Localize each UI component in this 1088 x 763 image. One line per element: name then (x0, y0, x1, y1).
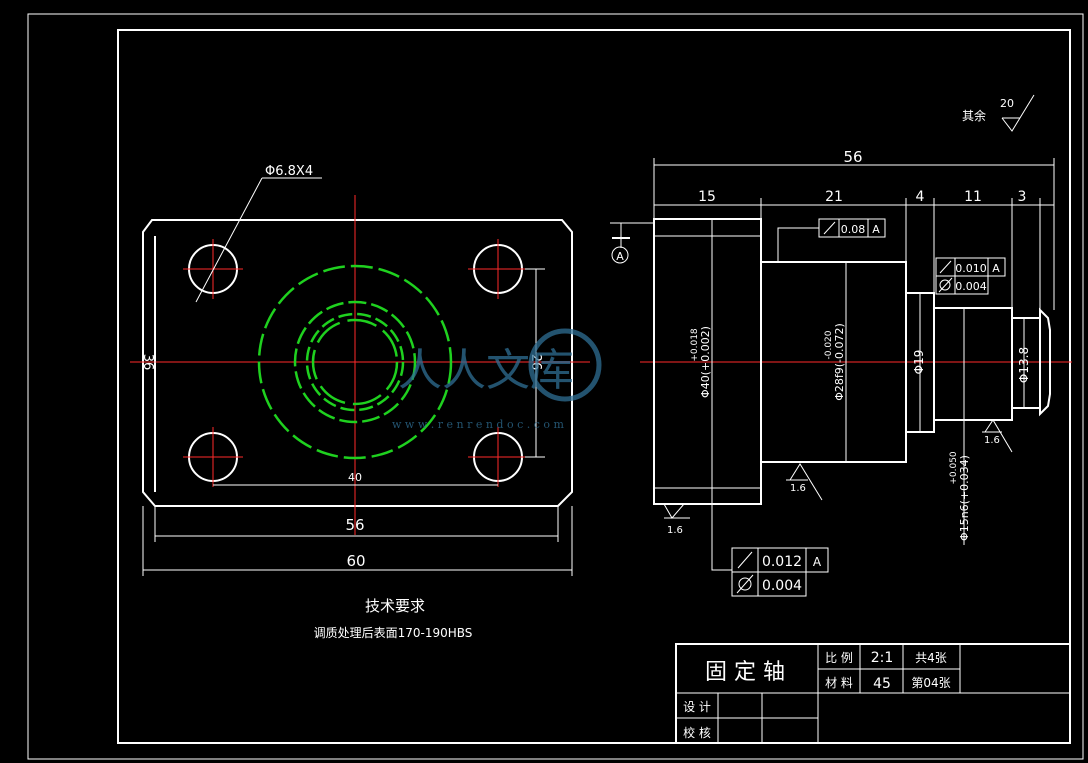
svg-text:校 核: 校 核 (683, 725, 711, 740)
svg-text:0.08: 0.08 (841, 223, 866, 236)
technical-notes: 技术要求 调质处理后表面170-190HBS (314, 597, 473, 640)
svg-text:Φ13.8: Φ13.8 (1017, 347, 1031, 383)
datum-a: A (610, 222, 654, 264)
svg-text:0.004: 0.004 (762, 578, 802, 594)
svg-text:21: 21 (825, 189, 843, 205)
svg-text:比 例: 比 例 (825, 651, 853, 665)
svg-text:A: A (992, 262, 1000, 275)
svg-text:A: A (813, 555, 822, 569)
svg-text:材 料: 材 料 (825, 676, 853, 690)
svg-text:0.010: 0.010 (955, 262, 987, 275)
svg-text:0.004: 0.004 (955, 280, 987, 293)
svg-text:+0.018: +0.018 (690, 328, 700, 362)
svg-text:56: 56 (345, 516, 364, 534)
svg-text:Φ40(+0.002): Φ40(+0.002) (699, 326, 712, 398)
title-block: 固 定 轴 比 例 2:1 共4张 材 料 45 第04张 设 计 校 核 (675, 643, 1071, 744)
svg-text:技术要求: 技术要求 (365, 597, 425, 615)
svg-text:36: 36 (140, 354, 155, 371)
hole-callout: Φ6.8X4 (195, 164, 322, 303)
outer-border (27, 13, 1084, 760)
svg-text:+0.050: +0.050 (949, 451, 959, 485)
svg-text:40: 40 (348, 471, 362, 484)
gdt-frame-right: 0.010 A 0.004 (935, 257, 1006, 295)
roughness-symbols: 1.6 1.6 1.6 (663, 419, 1013, 536)
svg-text:1.6: 1.6 (667, 525, 683, 536)
svg-text:60: 60 (346, 552, 365, 570)
svg-text:固 定 轴: 固 定 轴 (705, 660, 785, 685)
svg-text:人人文库: 人人文库 (398, 345, 574, 396)
svg-text:0.012: 0.012 (762, 554, 802, 570)
svg-text:A: A (616, 250, 624, 263)
svg-text:1.6: 1.6 (984, 435, 1000, 446)
svg-text:20: 20 (1000, 97, 1014, 110)
svg-text:11: 11 (964, 189, 982, 205)
svg-text:45: 45 (873, 676, 891, 692)
shaft-view: 56 15 21 4 11 3 A Φ40(+0.002) +0.018 Φ28… (610, 148, 1072, 597)
svg-text:Φ28f9(-0.072): Φ28f9(-0.072) (833, 323, 846, 401)
svg-text:其余: 其余 (962, 108, 986, 123)
svg-text:调质处理后表面170-190HBS: 调质处理后表面170-190HBS (314, 626, 473, 640)
svg-text:w w w . r e n r e n d o c . c: w w w . r e n r e n d o c . c o m (392, 418, 564, 431)
svg-text:4: 4 (916, 189, 925, 205)
gdt-frame-bottom: 0.012 A 0.004 (711, 504, 829, 597)
svg-text:15: 15 (698, 189, 716, 205)
svg-text:1.6: 1.6 (790, 483, 806, 494)
inner-frame (117, 29, 1071, 744)
svg-text:2:1: 2:1 (871, 650, 894, 666)
bore-circles (257, 264, 453, 460)
svg-text:56: 56 (843, 148, 862, 166)
gdt-frame-top: 0.08 A (777, 218, 886, 262)
plate-view: Φ6.8X4 36 26 40 56 60 (130, 164, 590, 576)
watermark: 人人文库 w w w . r e n r e n d o c . c o m (392, 328, 602, 431)
svg-text:-0.020: -0.020 (824, 330, 834, 359)
svg-text:3: 3 (1018, 189, 1027, 205)
svg-text:共4张: 共4张 (915, 651, 947, 665)
svg-text:Φ15n6(+0.034): Φ15n6(+0.034) (958, 455, 971, 541)
roughness-rest: 其余 20 (962, 94, 1035, 132)
svg-text:Φ19: Φ19 (912, 350, 926, 375)
svg-text:第04张: 第04张 (911, 676, 950, 690)
svg-text:设 计: 设 计 (683, 700, 711, 714)
svg-text:Φ6.8X4: Φ6.8X4 (265, 164, 313, 179)
svg-text:A: A (872, 223, 880, 236)
